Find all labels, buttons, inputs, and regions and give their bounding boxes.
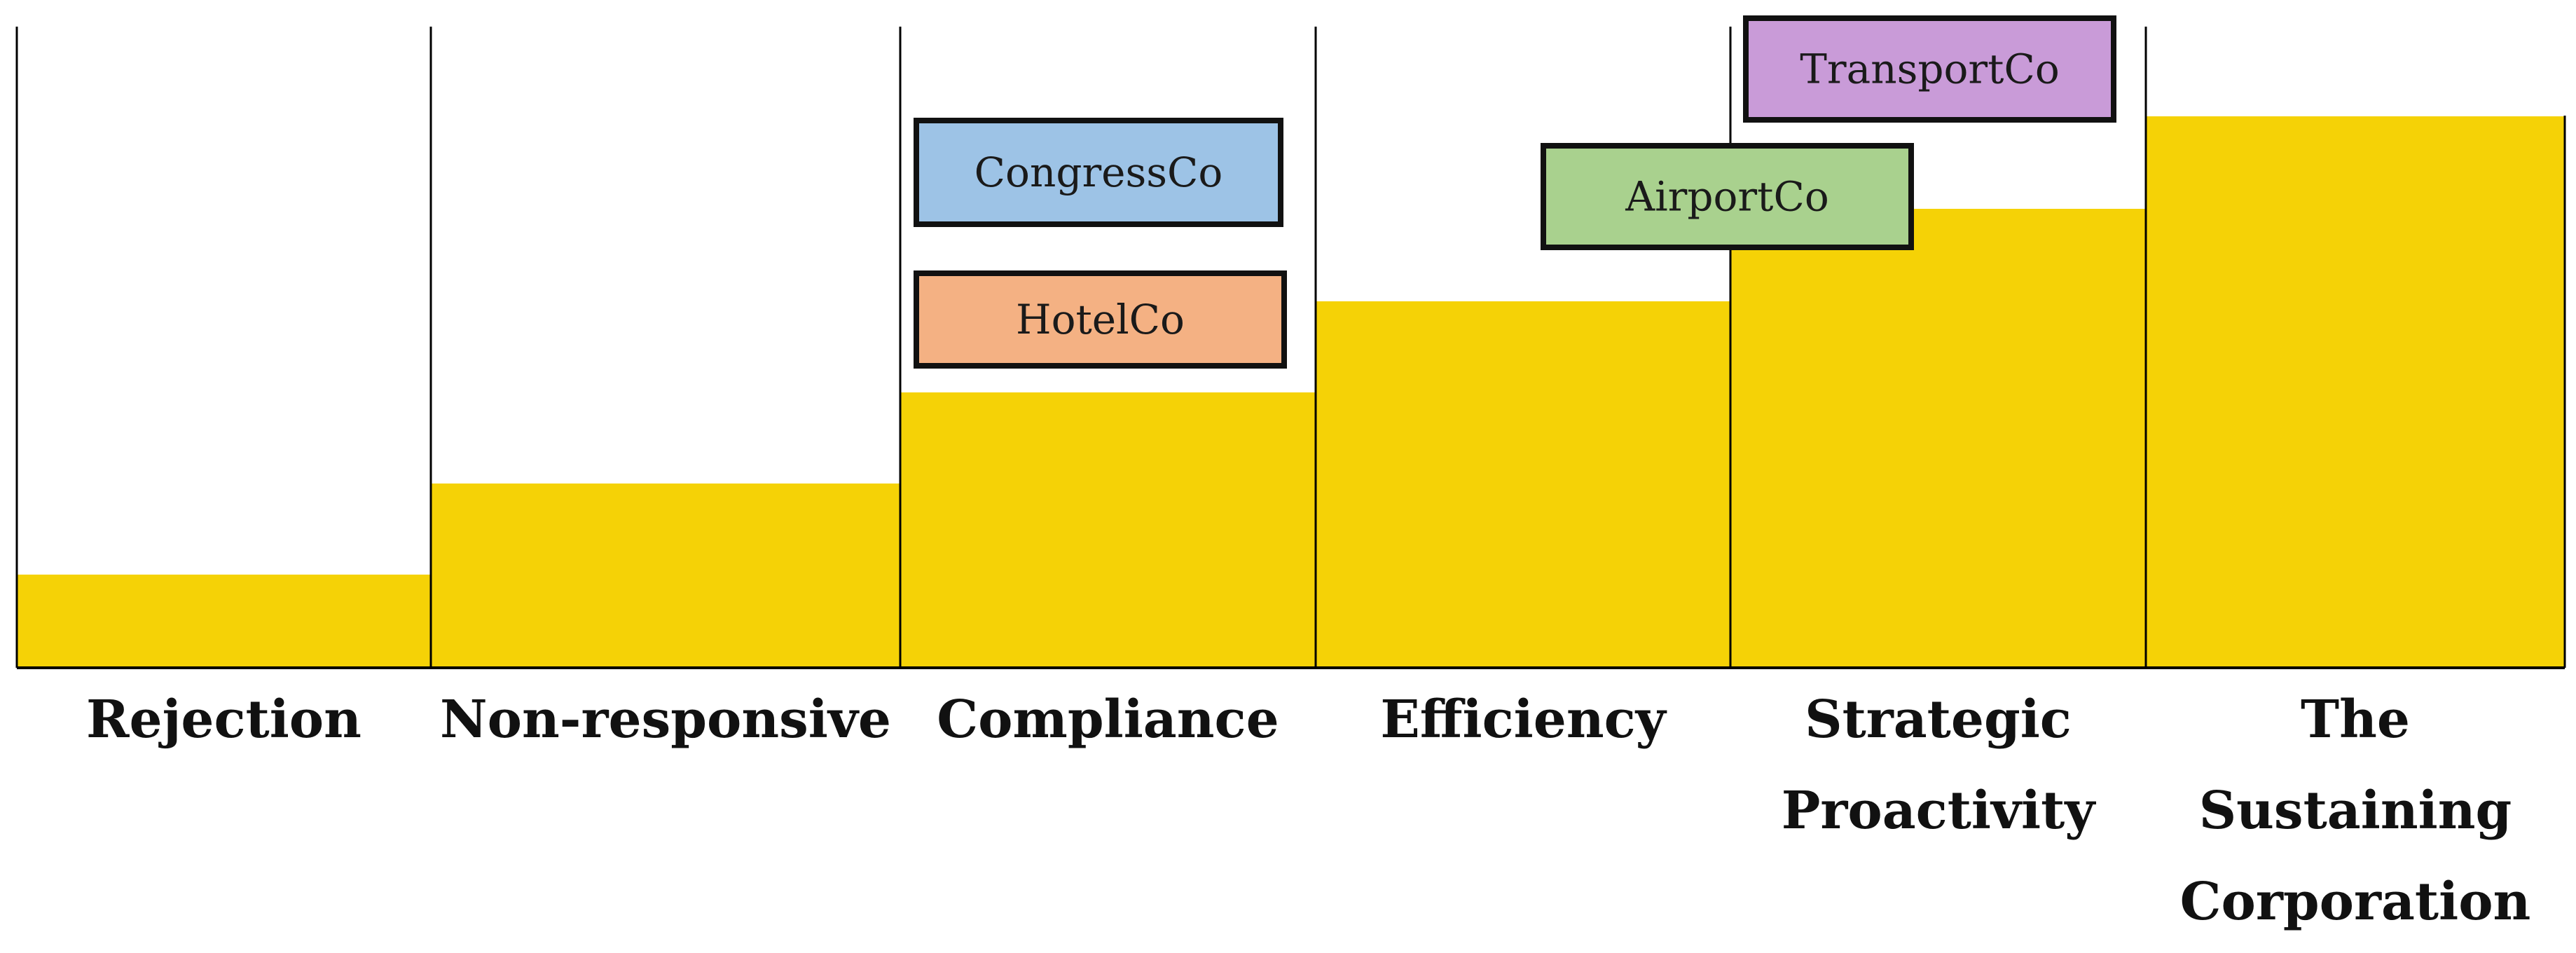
phase-label-line: Compliance — [937, 690, 1279, 750]
phase-bar-non-responsive — [431, 484, 900, 668]
phase-label-line: Efficiency — [1380, 690, 1667, 750]
company-box-airportco: AirportCo — [1541, 143, 1914, 250]
phase-labels: Rejection Non-responsive Compliance Efficie… — [86, 690, 2530, 932]
phase-label-line: Non-responsive — [440, 690, 891, 750]
phase-label-rejection: Rejection — [86, 690, 361, 750]
company-label: TransportCo — [1800, 46, 2060, 93]
phase-bar-rejection — [17, 575, 431, 668]
company-box-fill — [914, 270, 1287, 369]
phase-label-non-responsive: Non-responsive — [440, 690, 891, 750]
phase-label-line: Corporation — [2180, 872, 2531, 932]
company-label: HotelCo — [1016, 296, 1185, 343]
phase-label-line: Proactivity — [1782, 781, 2097, 841]
phase-bars — [17, 116, 2565, 668]
company-label: AirportCo — [1625, 173, 1829, 221]
phase-dividers — [15, 27, 2566, 668]
company-box-fill — [1541, 143, 1914, 250]
phase-label-line: The — [2301, 690, 2410, 750]
phase-bar-strategic-proactivity — [1730, 209, 2146, 668]
phase-label-line: Rejection — [86, 690, 361, 750]
phase-label-compliance: Compliance — [937, 690, 1279, 750]
company-box-transportco: TransportCo — [1743, 15, 2116, 123]
phase-label-efficiency: Efficiency — [1380, 690, 1667, 750]
company-label: CongressCo — [974, 149, 1223, 196]
phase-bar-compliance — [900, 392, 1316, 668]
phase-label-line: Strategic — [1805, 690, 2072, 750]
company-box-fill — [1743, 15, 2116, 123]
phase-bar-efficiency — [1316, 301, 1730, 668]
company-box-fill — [914, 118, 1283, 227]
company-box-congressco: CongressCo — [914, 118, 1283, 227]
phase-label-line: Sustaining — [2199, 781, 2512, 841]
company-box-hotelco: HotelCo — [914, 270, 1287, 369]
phase-bar-the-sustaining-corporation — [2146, 116, 2565, 668]
